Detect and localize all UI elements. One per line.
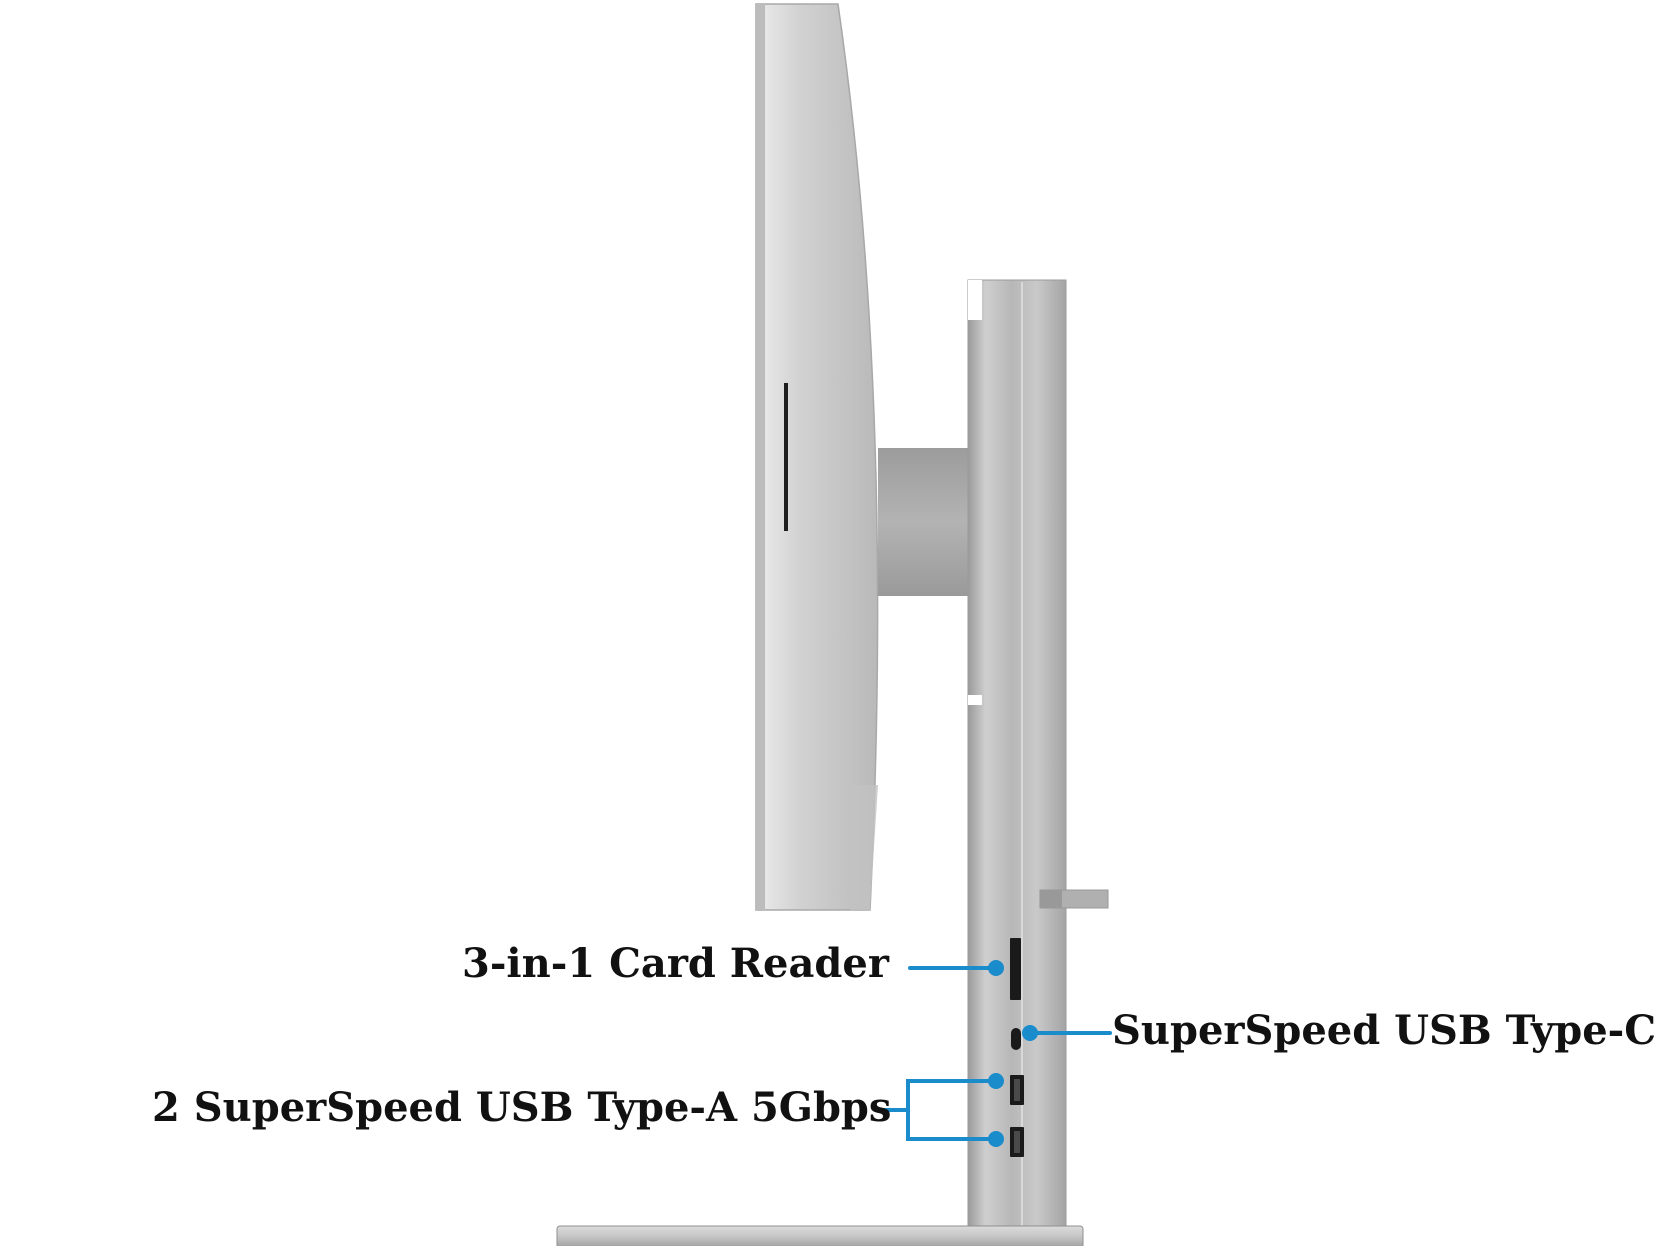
card-reader-label: 3-in-1 Card Reader	[462, 940, 889, 987]
usb-a-callout-bracket	[906, 1079, 994, 1141]
stand-front-edge-lower	[968, 695, 982, 705]
usb-c-port	[1011, 1028, 1021, 1050]
usb-a-port-2-tongue	[1014, 1131, 1020, 1153]
panel-front-bezel	[756, 4, 765, 910]
panel-side-slot	[784, 383, 788, 531]
stand-front-edge	[968, 280, 982, 320]
callout-dots	[988, 960, 1038, 1147]
usb-a-callout-dot-1	[988, 1073, 1004, 1089]
usb-a-port-1-tongue	[1014, 1079, 1020, 1101]
display-panel	[755, 3, 879, 911]
usb-c-callout-dot	[1022, 1025, 1038, 1041]
card-reader-callout-dot	[988, 960, 1004, 976]
stand-base	[556, 1225, 1084, 1249]
panel-lower-step	[850, 785, 878, 910]
card-reader-slot	[1010, 938, 1021, 1000]
usb-c-label: SuperSpeed USB Type-C	[1112, 1007, 1657, 1054]
stand-column	[967, 279, 1067, 1231]
usb-a-callout-dot-2	[988, 1131, 1004, 1147]
usb-a-label: 2 SuperSpeed USB Type-A 5Gbps	[152, 1084, 892, 1131]
hinge-arm	[878, 448, 970, 596]
callout-lines	[874, 966, 1112, 1141]
cable-clip-hook	[1040, 890, 1062, 908]
